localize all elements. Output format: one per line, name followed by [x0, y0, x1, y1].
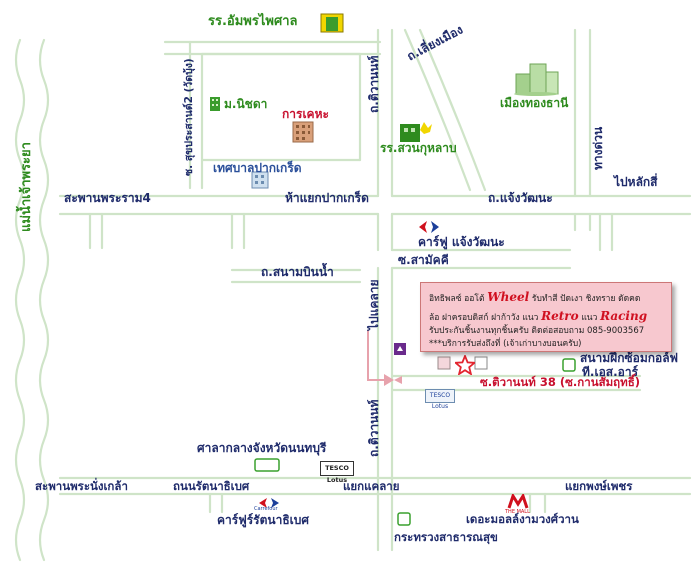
road-chaengwattana-label: ถ.แจ้งวัฒนะ [488, 191, 553, 205]
school-building-icon [320, 13, 344, 33]
info-line-4: ***บริการรับส่งถึงที่ (เจ้าเก่าบางบอนครั… [429, 339, 582, 350]
the-mall-brand-text: THE MALL [505, 509, 530, 515]
info-line-1: อิทธิพลซ์ ออโต้ Wheel รับทำสี ปัดเงา ชิง… [429, 290, 641, 304]
condo-building-icon [251, 171, 269, 189]
carrefour-logo-icon [259, 498, 279, 508]
info-line-2: ล้อ ฝาครอบดิสก์ ฝาก้าวัง แนว Retro แนว R… [429, 308, 648, 323]
ministry-health-label: กระทรวงสาธารณสุข [394, 530, 498, 544]
to-khlae-lai-label: ไปแคลาย [367, 279, 381, 330]
golf-marker-icon [562, 358, 576, 372]
school-building-icon [400, 122, 432, 142]
shop-info-box: อิทธิพลซ์ ออโต้ Wheel รับทำสี ปัดเงา ชิง… [420, 282, 672, 352]
road-sanambinnam-label: ถ.สนามบินน้ำ [261, 265, 334, 279]
tower-building-icon [514, 63, 559, 96]
river-bank-right [38, 38, 50, 562]
tesco-lotus-logo-icon: TESCO Lotus [425, 389, 455, 410]
rama4-bridge-label: สะพานพระราม4 [64, 191, 151, 205]
river-bank-left [14, 38, 26, 562]
golf-label-2: ที.เอส.อาร์ [582, 365, 639, 379]
road-rattanathibet-label: ถนนรัตนาธิเบศ [173, 479, 250, 493]
river-label: แม่น้ำเจ้าพระยา [19, 142, 34, 232]
soi-tiwanon38-label: ซ.ติวานนท์ 38 (ซ.กานสัมฤทธิ์) [480, 375, 641, 389]
khlae-lai-junction-label: แยกแคลาย [343, 479, 400, 493]
building-markers [437, 356, 488, 370]
school-suankularb-label: รร.สวนกุหลาบ [380, 141, 457, 155]
road-tiwanon-bottom-label: ถ.ติวานนท์ [367, 399, 381, 457]
school-ampornpaisarn-label: รร.อัมพรไพศาล [208, 14, 298, 29]
route-line [367, 330, 384, 381]
star-marker-icon [455, 355, 475, 375]
soi-sukprasan2-label: ซ. สุขประสานต์2 (วัดบุ้ง) [183, 58, 195, 176]
condo-building-icon [210, 97, 220, 111]
phong-phet-junction-label: แยกพงษ์เพชร [565, 479, 633, 493]
road-tiwanon-top-label: ถ.ติวานนท์ [367, 55, 381, 113]
tesco-lotus-logo-icon: TESCO Lotus [320, 461, 354, 484]
mueang-thong-thani-label: เมืองทองธานี [500, 96, 569, 110]
phra-nang-klao-bridge-label: สะพานพระนั่งเกล้า [35, 479, 128, 493]
info-line-3: รับประกันชิ้นงานทุกชิ้นครับ ติดต่อสอบถาม… [429, 326, 645, 337]
m-nichada-label: ม.นิชดา [224, 97, 268, 111]
city-hall-marker-icon [254, 458, 280, 472]
the-mall-label: เดอะมอลล์งามวงศ์วาน [466, 512, 579, 526]
carrefour-rattanathibet-label: คาร์ฟูร์รัตนาธิเบศ [217, 513, 309, 527]
golf-label: สนามฝึกซ้อมกอล์ฟ [580, 351, 679, 365]
landmark-marker-icon [394, 343, 406, 355]
carrefour-chaengwattana-label: คาร์ฟู แจ้งวัฒนะ [418, 235, 505, 249]
housing-building-icon [292, 121, 314, 143]
ministry-marker-icon [397, 512, 411, 526]
the-mall-logo-icon [507, 494, 529, 509]
carrefour-brand-text: Carrefour [254, 506, 278, 512]
lak-si-label: ไปหลักสี่ [614, 175, 658, 189]
road-tahuan-label: ทางด่วน [591, 126, 605, 170]
carrefour-logo-icon [419, 221, 439, 233]
karakhet-label: การเคหะ [282, 107, 329, 121]
route-arrow-icon [384, 374, 394, 386]
city-hall-label: ศาลากลางจังหวัดนนทบุรี [197, 441, 327, 455]
thesaban-label: เทศบาลปากเกร็ด [213, 161, 302, 175]
pakkret-junction-label: ห้าแยกปากเกร็ด [285, 191, 369, 205]
soi-samakkhi-label: ซ.สามัคคี [398, 253, 449, 267]
